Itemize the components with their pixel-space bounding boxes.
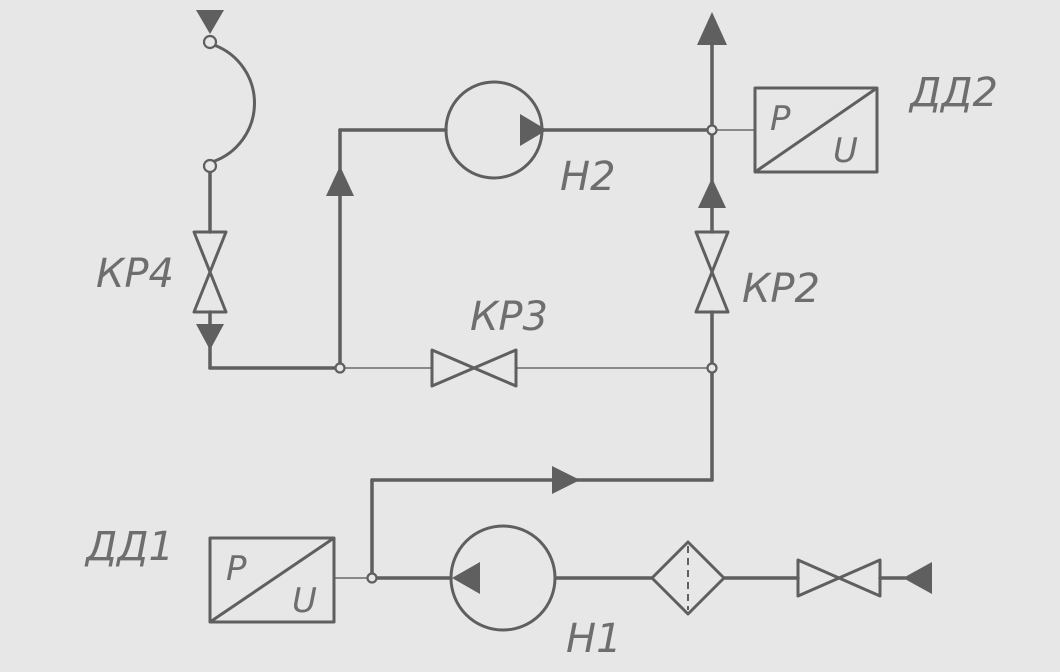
valve-inlet-right (837, 558, 882, 598)
outlet-arrow-icon (697, 12, 727, 45)
transducer-dd2: P U (753, 86, 879, 174)
transducer-dd2-box (753, 86, 879, 174)
junction-dd1 (366, 572, 378, 584)
transducer-dd2-p: P (770, 99, 791, 139)
valve-kr3-left (430, 348, 476, 388)
valve-kr2-upper (694, 230, 730, 274)
hose-bottom-node (202, 158, 218, 174)
inlet-arrow-icon (903, 562, 932, 594)
pump-h1 (449, 524, 557, 632)
junction-left (334, 362, 346, 374)
junctions (334, 124, 718, 584)
transducer-dd2-diagonal (754, 86, 878, 174)
valve-kr3 (430, 348, 518, 388)
hose-top-node (202, 34, 218, 50)
flow-arrows (196, 12, 932, 594)
label-h2: Н2 (560, 154, 616, 200)
valve-kr4 (192, 230, 228, 314)
valve-inlet (796, 558, 882, 598)
pump-h1-arrow-icon (452, 562, 480, 594)
hose-top-arrow-icon (196, 10, 224, 34)
label-kr2: КР2 (742, 266, 820, 312)
transducer-dd2-u: U (833, 131, 858, 171)
label-kr4: КР4 (96, 251, 174, 297)
labels: ДД2 Н2 КР4 КР2 КР3 ДД1 Н1 (84, 70, 998, 662)
junction-dd2 (706, 124, 718, 136)
thin-lines (334, 129, 755, 579)
pump-h2-arrow-icon (520, 114, 547, 146)
valve-kr4-lower (192, 270, 228, 314)
transducer-dd1: P U (208, 536, 336, 624)
flexible-hose (196, 10, 256, 174)
pipelines (208, 38, 907, 580)
pump-h1-circle (449, 524, 557, 632)
pump-h2 (444, 80, 547, 180)
transducer-dd1-box (208, 536, 336, 624)
label-dd1: ДД1 (84, 524, 174, 570)
label-kr3: КР3 (470, 294, 548, 340)
transducer-dd1-diagonal (209, 536, 335, 624)
valve-kr2-lower (694, 270, 730, 314)
junction-right (706, 362, 718, 374)
flow-arrow-down-kr4-icon (196, 324, 224, 350)
valve-inlet-left (796, 558, 841, 598)
transducer-dd1-p: P (226, 549, 247, 589)
label-h1: Н1 (566, 616, 622, 662)
flow-arrow-up-left-icon (326, 166, 354, 196)
transducer-dd1-u: U (292, 581, 317, 621)
valve-kr3-right (472, 348, 518, 388)
label-dd2: ДД2 (908, 70, 998, 116)
valve-kr2 (694, 230, 730, 314)
hose-arc (211, 43, 256, 164)
filter (650, 540, 726, 616)
filter-body (650, 540, 726, 616)
valve-kr4-upper (192, 230, 228, 274)
flow-arrow-right-icon (552, 466, 580, 494)
flow-arrow-up-right-icon (698, 178, 726, 208)
